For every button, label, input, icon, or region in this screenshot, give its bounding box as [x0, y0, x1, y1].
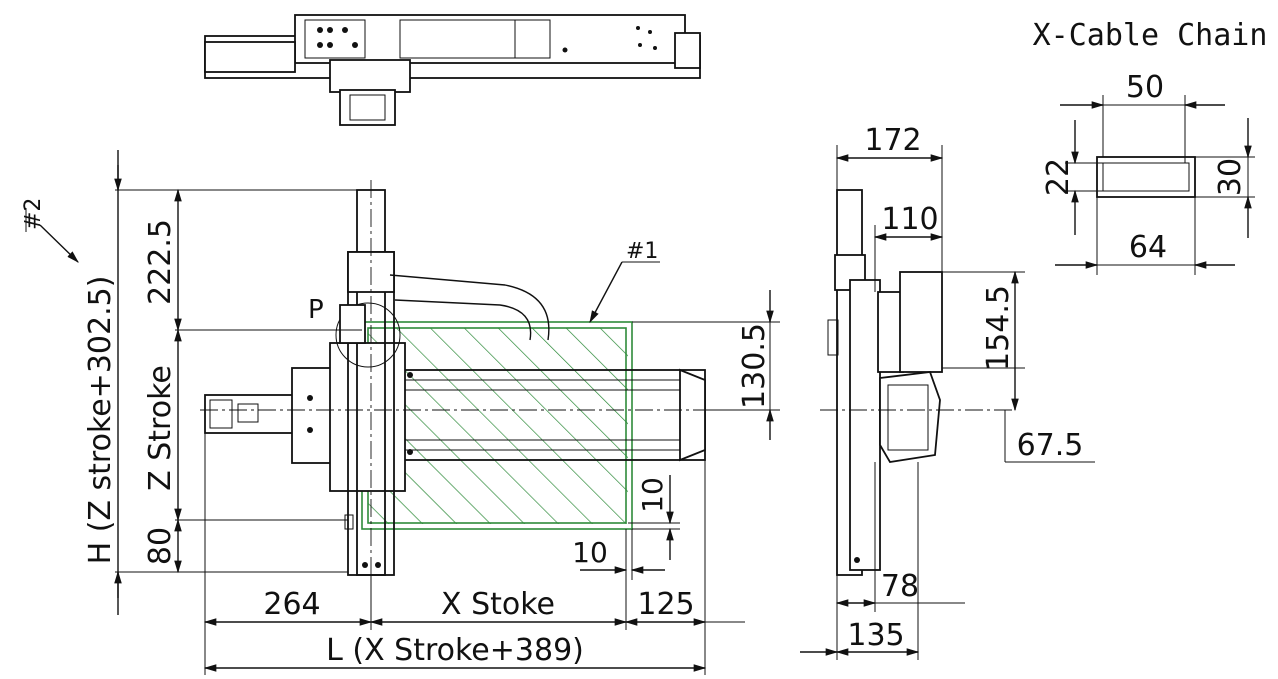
dim-chain-30: 30: [1213, 158, 1248, 196]
dim-80: 80: [143, 527, 178, 565]
callout-p: P: [308, 295, 324, 325]
dim-10-vertical: 10: [636, 477, 669, 513]
callout-2: #2: [21, 198, 46, 230]
callout-1: #1: [626, 239, 658, 264]
dim-x-stroke: X Stoke: [441, 587, 555, 622]
work-envelope-hatch: [368, 328, 628, 524]
dim-67-5: 67.5: [1017, 428, 1084, 463]
dim-chain-22: 22: [1041, 158, 1076, 196]
dim-222-5: 222.5: [143, 219, 178, 305]
dim-154-5: 154.5: [981, 285, 1016, 371]
side-view: 172 110 154.5 67.5 78 135: [800, 123, 1095, 660]
dim-125: 125: [637, 587, 694, 622]
dim-172: 172: [864, 123, 921, 158]
dim-chain-64: 64: [1129, 230, 1167, 265]
dim-130-5: 130.5: [737, 323, 772, 409]
dim-chain-50: 50: [1126, 70, 1164, 105]
dim-10-horizontal: 10: [572, 536, 608, 569]
dim-l-label: L (X Stroke+389): [326, 633, 584, 668]
top-view: [204, 14, 701, 126]
cable-chain-title: X-Cable Chain: [1033, 18, 1268, 53]
dim-264: 264: [263, 587, 320, 622]
dim-135: 135: [847, 618, 904, 653]
dim-110: 110: [881, 202, 938, 237]
dim-78: 78: [881, 569, 919, 604]
dim-h-label: H (Z stroke+302.5): [83, 276, 118, 565]
cable-chain-section: X-Cable Chain 50 22 30 64: [1033, 18, 1268, 275]
dim-z-stroke: Z Stroke: [143, 365, 178, 491]
front-view: 222.5 Z Stroke 80 H (Z stroke+302.5) #2 …: [21, 150, 780, 675]
